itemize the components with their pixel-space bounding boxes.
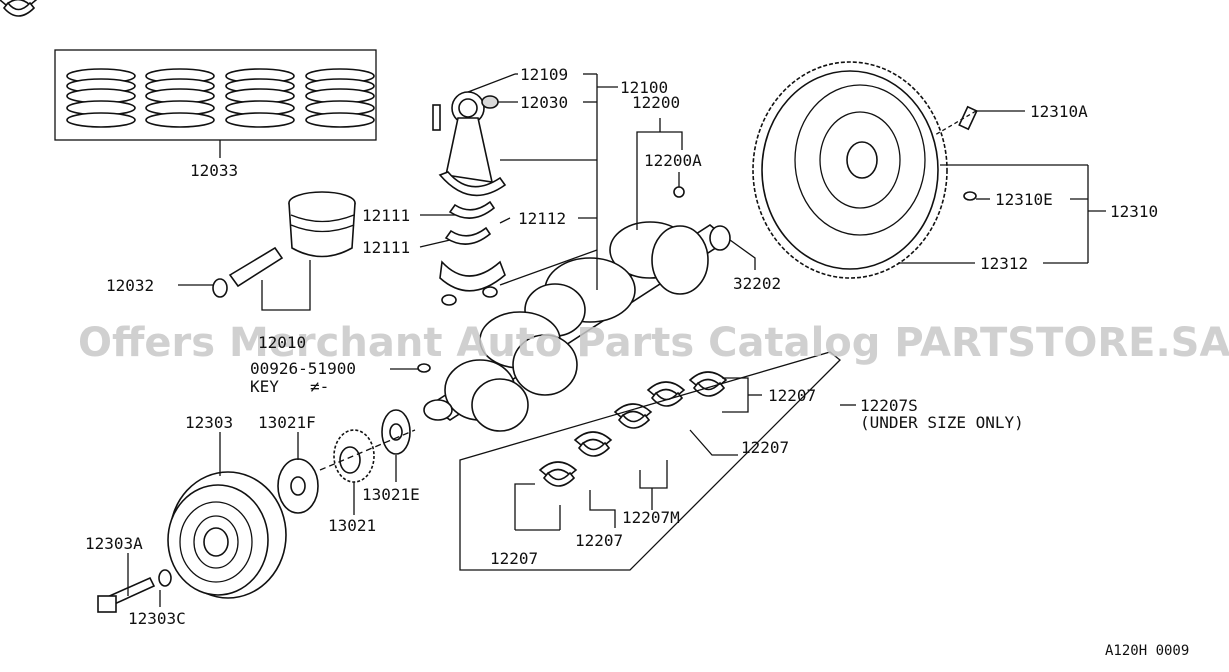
label-12112: 12112 <box>518 209 566 228</box>
flywheel-bolt[interactable] <box>958 105 978 131</box>
label-13021F: 13021F <box>258 413 316 432</box>
snap-ring[interactable] <box>212 278 228 298</box>
label-12111-upper: 12111 <box>362 206 410 225</box>
label-12310E: 12310E <box>995 190 1053 209</box>
label-12010: 12010 <box>258 333 306 352</box>
label-12032: 12032 <box>106 276 154 295</box>
crank-pulley[interactable] <box>167 471 287 599</box>
label-key: KEY <box>250 377 279 396</box>
piston-pin[interactable] <box>228 246 284 288</box>
pilot-bushing[interactable] <box>709 225 731 251</box>
label-12111-lower: 12111 <box>362 238 410 257</box>
label-13021E: 13021E <box>362 485 420 504</box>
connecting-rod[interactable] <box>432 91 507 197</box>
watermark: Offers Merchant Auto Parts Catalog PARTS… <box>78 320 1229 366</box>
label-12207-bottom: 12207 <box>490 549 538 568</box>
oil-thrower[interactable] <box>277 458 319 514</box>
pulley-bolt[interactable] <box>97 576 156 613</box>
connecting-rod-bearings[interactable] <box>444 200 496 245</box>
label-12033: 12033 <box>190 161 238 180</box>
pulley-washer[interactable] <box>158 569 172 587</box>
label-12200A: 12200A <box>644 151 702 170</box>
rod-cap[interactable] <box>439 260 506 306</box>
flywheel-dowel[interactable] <box>963 191 977 201</box>
label-12303C: 12303C <box>128 609 186 628</box>
flywheel[interactable] <box>752 61 948 279</box>
label-13021: 13021 <box>328 516 376 535</box>
label-00926-51900: 00926-51900 <box>250 359 356 378</box>
label-12207-middle: 12207 <box>741 438 789 457</box>
label-12100: 12100 <box>620 78 668 97</box>
woodruff-key[interactable] <box>417 363 431 373</box>
label-12207-lower: 12207 <box>575 531 623 550</box>
label-12303: 12303 <box>185 413 233 432</box>
label-12303A: 12303A <box>85 534 143 553</box>
label-32202: 32202 <box>733 274 781 293</box>
crank-plug[interactable] <box>673 186 685 198</box>
thrust-washer[interactable] <box>381 409 411 455</box>
piston-ring-set[interactable] <box>54 49 377 141</box>
label-12207-top: 12207 <box>768 386 816 405</box>
label-12310: 12310 <box>1110 202 1158 221</box>
diagram-code: A120H 0009 <box>1105 643 1189 659</box>
crankshaft[interactable] <box>423 221 730 432</box>
key-symbol: ≠- <box>310 377 329 396</box>
label-12207M: 12207M <box>622 508 680 527</box>
rod-bushing[interactable] <box>481 95 499 109</box>
label-12200: 12200 <box>632 93 680 112</box>
crank-sprocket[interactable] <box>333 429 375 483</box>
label-12312: 12312 <box>980 254 1028 273</box>
label-12310A: 12310A <box>1030 102 1088 121</box>
label-under-size-only: (UNDER SIZE ONLY) <box>860 413 1024 432</box>
label-12109: 12109 <box>520 65 568 84</box>
label-12207S: 12207S <box>860 396 918 415</box>
piston[interactable] <box>288 191 356 258</box>
main-bearing-set[interactable] <box>0 0 727 487</box>
label-12030: 12030 <box>520 93 568 112</box>
